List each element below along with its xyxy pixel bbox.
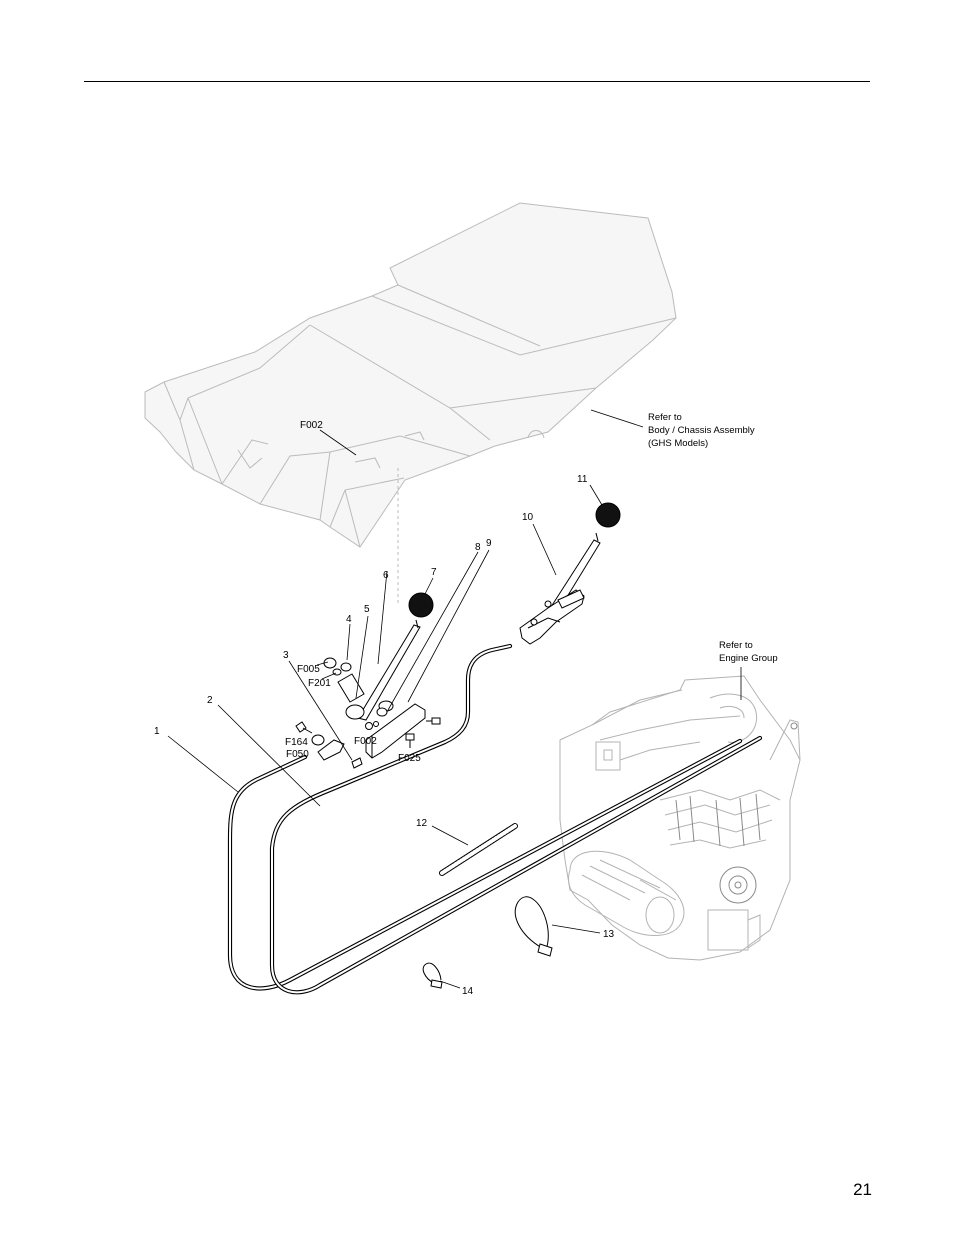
- choke-cable-part: [269, 643, 763, 995]
- callout-f050: F050: [286, 749, 309, 760]
- cable-clamp-2-part: [317, 739, 345, 761]
- knob-11-part: [595, 502, 621, 528]
- washer-f050-part: [311, 734, 325, 746]
- svg-text:(GHS Models): (GHS Models): [648, 438, 708, 449]
- callout-f025: F025: [398, 753, 421, 764]
- choke-lever-assembly: [519, 502, 621, 645]
- callout-11: 11: [577, 474, 588, 485]
- callout-f164: F164: [285, 737, 308, 748]
- callout-5: 5: [364, 604, 370, 615]
- header-rule: [84, 81, 870, 82]
- spacer-plate-4-part: [337, 673, 365, 703]
- throttle-cable-part: [227, 738, 743, 991]
- callout-13: 13: [603, 929, 615, 940]
- callout-f005: F005: [297, 664, 320, 675]
- callout-f002-top: F002: [300, 420, 323, 431]
- callout-labels: 1 2 3 4 5 6 7 8 9 10 11 12 13 14 F002 F0…: [154, 420, 615, 997]
- spiral-wrap-part: [439, 823, 518, 876]
- cable-tie-13-part: [514, 896, 553, 957]
- body-chassis-outline: [144, 202, 677, 605]
- engine-reference-note: Refer to Engine Group: [719, 640, 778, 664]
- bolt-f002-mid-part: [405, 733, 415, 741]
- callout-1: 1: [154, 726, 160, 737]
- bolt-f164-part: [295, 721, 307, 733]
- page-number: 21: [853, 1180, 872, 1199]
- callout-9: 9: [486, 538, 492, 549]
- callout-8: 8: [475, 542, 481, 553]
- knob-7-part: [408, 592, 434, 618]
- callout-10: 10: [522, 512, 534, 523]
- svg-text:Body / Chassis Assembly: Body / Chassis Assembly: [648, 425, 755, 436]
- leader-lines: [167, 409, 742, 989]
- callout-12: 12: [416, 818, 428, 829]
- friction-washer-5-part: [345, 704, 365, 720]
- engine-outline: [559, 675, 801, 961]
- svg-text:Engine Group: Engine Group: [719, 653, 778, 664]
- callout-7: 7: [431, 567, 437, 578]
- svg-text:Refer to: Refer to: [648, 412, 682, 423]
- callout-2: 2: [207, 695, 213, 706]
- bolt-f025-part: [431, 717, 441, 725]
- callout-3: 3: [283, 650, 289, 661]
- callout-f002-mid: F002: [354, 736, 377, 747]
- callout-4: 4: [346, 614, 352, 625]
- throttle-lever-assembly: [295, 592, 441, 769]
- pin-3-part: [351, 757, 363, 769]
- svg-text:Refer to: Refer to: [719, 640, 753, 651]
- callout-14: 14: [462, 986, 474, 997]
- mount-bracket-8-part: [365, 703, 426, 759]
- callout-6: 6: [383, 570, 389, 581]
- callout-f201: F201: [308, 678, 331, 689]
- cable-tie-14-part: [422, 962, 443, 989]
- body-reference-note: Refer to Body / Chassis Assembly (GHS Mo…: [648, 412, 755, 449]
